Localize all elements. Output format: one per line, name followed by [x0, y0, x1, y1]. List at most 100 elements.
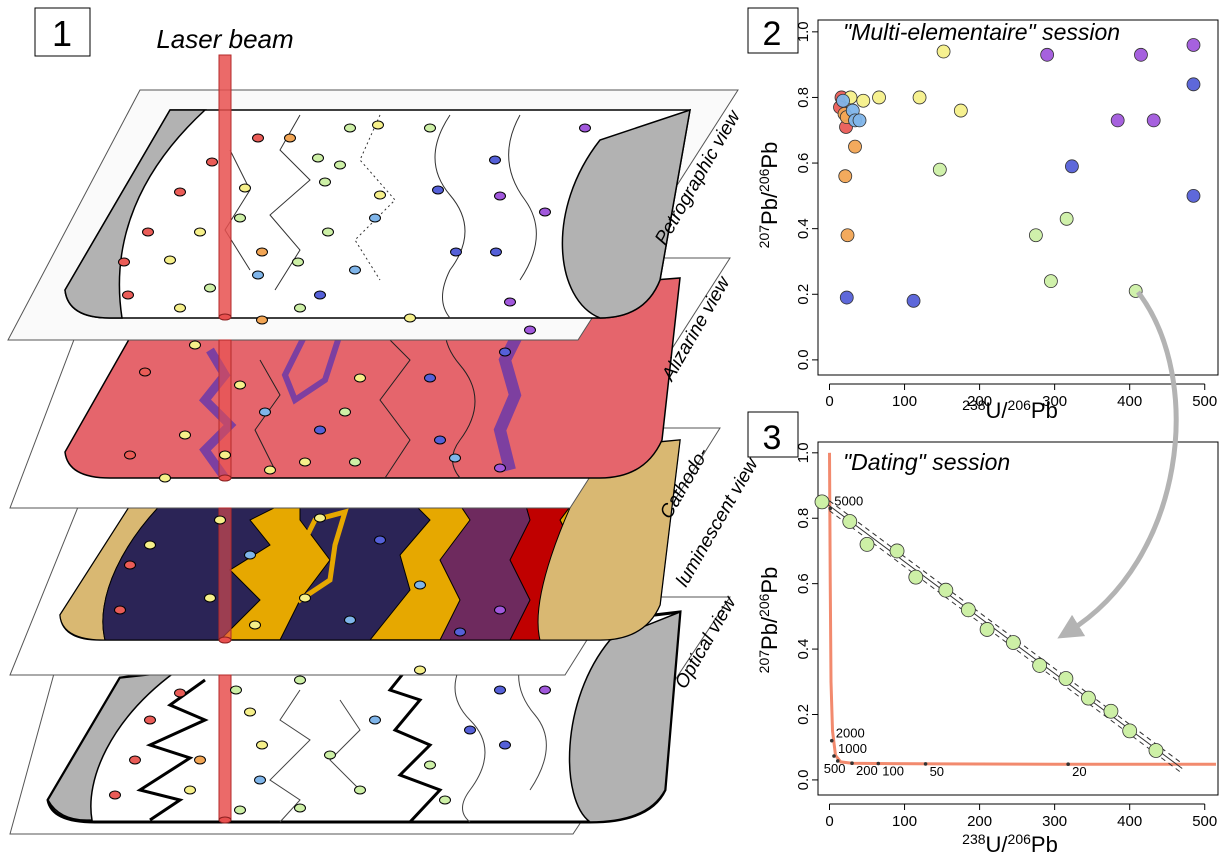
chart-2-x-tick-label-1: 100: [892, 813, 917, 830]
panel-3-title: "Dating" session: [843, 449, 1010, 475]
chart-2-age-mark-3: [835, 759, 840, 763]
grain-58: [214, 515, 226, 525]
grain-6: [312, 153, 324, 163]
laser-impact-3: [218, 816, 232, 824]
panel-2-number: 2: [763, 15, 782, 53]
chart-2-ylabel-part4: Pb: [757, 567, 782, 594]
optical-vein-6: [329, 699, 361, 791]
grain-49: [124, 450, 136, 460]
laser-beam-cl: [218, 507, 232, 641]
grain-1: [284, 133, 296, 143]
chart-2-point-8: [1005, 635, 1021, 650]
grain-78: [244, 707, 256, 717]
grain-32: [314, 290, 326, 300]
petrographic-vein-1: [269, 114, 311, 291]
grain-63: [299, 593, 311, 603]
petrographic-vein-5: [224, 149, 251, 271]
chart-1-point-yellow-3: [912, 90, 927, 105]
chart-2-age-label-2: 1000: [838, 741, 867, 756]
grain-41: [234, 380, 246, 390]
grain-50: [219, 450, 231, 460]
chart-1-point-purple-1: [1134, 47, 1148, 62]
panel-2: 2 "Multi-elementaire" session 0.00.20.40…: [747, 7, 1219, 423]
chart-2-ylabel: 207Pb/206Pb: [756, 567, 782, 674]
chart-2-age-label-3: 500: [824, 761, 846, 776]
grain-42: [354, 373, 366, 383]
chart-2-ylabel-sup3: 206: [756, 593, 772, 617]
grain-94: [234, 805, 246, 815]
grain-2: [344, 123, 356, 133]
chart-2-age-mark-1: [829, 738, 834, 743]
chart-2-point-3: [889, 543, 905, 559]
grain-29: [349, 265, 361, 275]
grain-11: [374, 190, 386, 200]
chart-2-y-tick-label-1: 0.2: [795, 704, 812, 725]
chart-2-x-tick-label-4: 400: [1117, 813, 1142, 830]
optical-thick-vein-2: [387, 664, 443, 824]
grain-46: [339, 407, 351, 417]
chart-2-y-tick-label-3: 0.6: [795, 573, 812, 594]
chart-1-point-navy-1: [1186, 77, 1201, 92]
chart-1-ylabel-part2: Pb/: [757, 191, 782, 225]
grain-80: [464, 725, 476, 735]
chart-2-y-tick-label-2: 0.4: [795, 639, 812, 660]
panel-2-title: "Multi-elementaire" session: [843, 19, 1120, 45]
grain-66: [204, 593, 216, 603]
grain-18: [322, 227, 334, 237]
grain-86: [424, 760, 436, 770]
grain-12: [489, 155, 501, 165]
transfer-arrow: [1057, 290, 1179, 639]
grain-73: [174, 688, 186, 698]
chart-2-y-tick-label-5: 1.0: [795, 442, 812, 463]
chart-1-x-tick-label-4: 400: [1117, 393, 1142, 410]
grain-87: [499, 740, 511, 750]
chart-1-ylabel-sup3: 206: [756, 168, 772, 192]
chart-1-point-yellow-4: [953, 103, 968, 118]
chart-2-regression-line: [821, 499, 1183, 769]
cl-dark-1: [102, 475, 301, 641]
grain-77: [144, 715, 156, 725]
chart-2-regression-envelope-1: [821, 494, 1183, 764]
chart-2-age-label-0: 5000: [834, 493, 863, 508]
grain-83: [194, 755, 206, 765]
chart-1-point-yellow-1: [856, 93, 871, 108]
chart-2-x-tick-label-0: 0: [825, 813, 833, 830]
grain-22: [256, 247, 268, 257]
optical-grey-right: [568, 610, 681, 823]
grain-16: [234, 213, 246, 223]
grain-43: [424, 373, 436, 383]
chart-2-age-label-4: 200: [856, 763, 878, 778]
panel-2-number-box: [747, 7, 799, 54]
chart-1-point-blue-3: [852, 113, 867, 128]
chart-1-point-blue-0: [836, 93, 850, 108]
chart-1-y-tick-label-3: 0.6: [795, 153, 812, 174]
chart-2-age-label-7: 20: [1072, 764, 1086, 779]
chart-2-point-13: [1122, 723, 1138, 739]
grain-38: [404, 313, 416, 323]
grain-9: [239, 183, 251, 193]
chart-2-age-mark-5: [876, 761, 881, 766]
panel-1-number-box: [34, 7, 91, 57]
grain-70: [249, 620, 261, 630]
grain-53: [264, 465, 276, 475]
grain-79: [369, 715, 381, 725]
chart-2-age-mark-0: [828, 506, 833, 511]
optical-thick-vein-1: [136, 678, 209, 822]
chart-1-ylabel: 207Pb/206Pb: [756, 142, 782, 249]
chart-1-point-orange-2: [848, 139, 862, 154]
grain-20: [142, 227, 154, 237]
grain-45: [259, 407, 271, 417]
grain-84: [256, 740, 268, 750]
grain-25: [490, 247, 502, 257]
grain-72: [230, 685, 242, 695]
chart-2-y-tick-label-0: 0.0: [795, 769, 812, 790]
grain-34: [294, 303, 306, 313]
petrographic-vein-2: [434, 114, 466, 319]
grain-15: [579, 123, 591, 133]
chart-1-point-yellow-2: [872, 90, 886, 105]
chart-2-point-12: [1103, 703, 1119, 719]
laser-beam-upper: [218, 54, 232, 318]
chart-1-point-orange-3: [838, 169, 853, 184]
